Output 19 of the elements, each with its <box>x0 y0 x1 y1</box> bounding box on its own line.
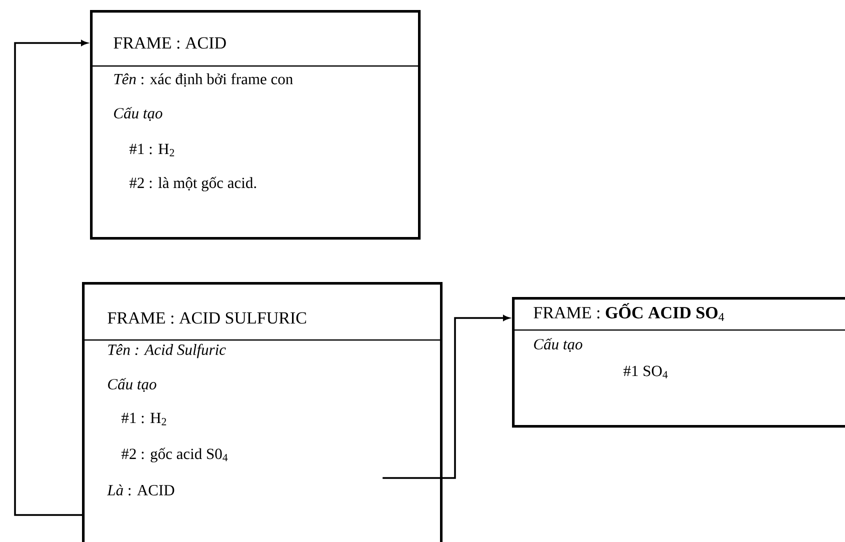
slot-text: #2 : gốc acid S0$_{4}$ <box>122 448 228 462</box>
frame-heading: FRAME : ACID SULFURIC <box>108 312 306 324</box>
slot-text: Cấu tạo <box>114 107 162 121</box>
slot-text: #1 SO$_{4}$ <box>624 366 668 378</box>
slot-text: #1 : H$_{2}$ <box>122 412 166 426</box>
frame-box <box>82 282 443 542</box>
frame-box <box>90 10 421 240</box>
frame-box <box>512 297 845 428</box>
slot-text: Cấu tạo <box>108 378 156 392</box>
slot-text: Cấu tạo <box>534 338 582 352</box>
frame-heading: FRAME : GỐC ACID SO$_{4}$ <box>534 303 724 321</box>
slot-text: Tên : xác định bởi frame con <box>114 73 293 87</box>
frame-heading: FRAME : ACID <box>114 37 226 49</box>
arrow <box>382 315 510 479</box>
slot-text: Là : ACID <box>107 484 174 496</box>
slot-text: #1 : H$_{2}$ <box>130 144 174 156</box>
slot-text: Tên : Acid Sulfuric <box>108 344 226 358</box>
slot-text: #2 : là một gốc acid. <box>130 176 256 192</box>
arrow <box>14 40 88 516</box>
